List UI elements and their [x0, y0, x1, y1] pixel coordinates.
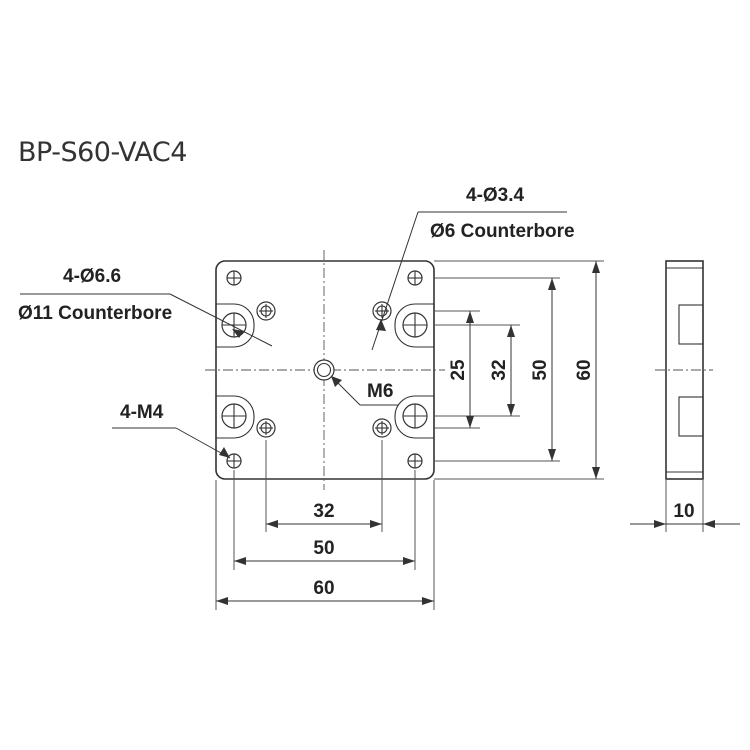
- horizontal-dimensions: 32 50 60: [215, 440, 435, 610]
- large-counterbore-top-left: [215, 303, 255, 348]
- counterbore-large-desc-label: Ø11 Counterbore: [18, 303, 172, 324]
- large-counterbore-bottom-right: [394, 395, 435, 439]
- side-view-counterbore-lower: [678, 396, 704, 437]
- side-view: 10: [630, 260, 740, 532]
- m4-hole-top-right: [407, 270, 423, 286]
- m4-hole-bottom-left: [226, 453, 242, 469]
- dim-horizontal-60: 60: [313, 578, 334, 599]
- thread-m6-label: M6: [367, 381, 393, 402]
- small-counterbore-1: [256, 301, 276, 321]
- dim-thickness-10: 10: [673, 501, 694, 522]
- counterbore-small-qty-label: 4-Ø3.4: [466, 185, 525, 206]
- counterbore-large-qty-label: 4-Ø6.6: [63, 266, 121, 287]
- side-view-outline: [665, 260, 704, 480]
- small-counterbore-4: [372, 418, 392, 438]
- m6-center-hole: [313, 359, 335, 381]
- vertical-dimensions: 25 32 50 60: [434, 260, 604, 480]
- front-view: [205, 250, 445, 490]
- dim-vertical-25: 25: [448, 359, 469, 381]
- part-number-title: BP-S60-VAC4: [18, 137, 187, 168]
- thread-m4-label: 4-M4: [120, 402, 164, 423]
- dim-vertical-60: 60: [574, 359, 595, 380]
- dim-vertical-50: 50: [530, 359, 551, 380]
- dim-vertical-32: 32: [489, 359, 510, 380]
- counterbore-small-desc-label: Ø6 Counterbore: [430, 221, 575, 242]
- callouts: 4-Ø3.4 Ø6 Counterbore 4-Ø6.6 Ø11 Counter…: [18, 185, 575, 459]
- m4-hole-bottom-right: [407, 453, 423, 469]
- large-counterbore-top-right: [394, 303, 435, 348]
- large-counterbore-bottom-left: [215, 395, 255, 439]
- dim-horizontal-50: 50: [313, 538, 334, 559]
- side-view-counterbore-upper: [678, 304, 704, 345]
- small-counterbore-3: [256, 418, 276, 438]
- dim-horizontal-32: 32: [313, 501, 334, 522]
- m4-hole-top-left: [226, 270, 242, 286]
- small-counterbore-2: [372, 301, 392, 321]
